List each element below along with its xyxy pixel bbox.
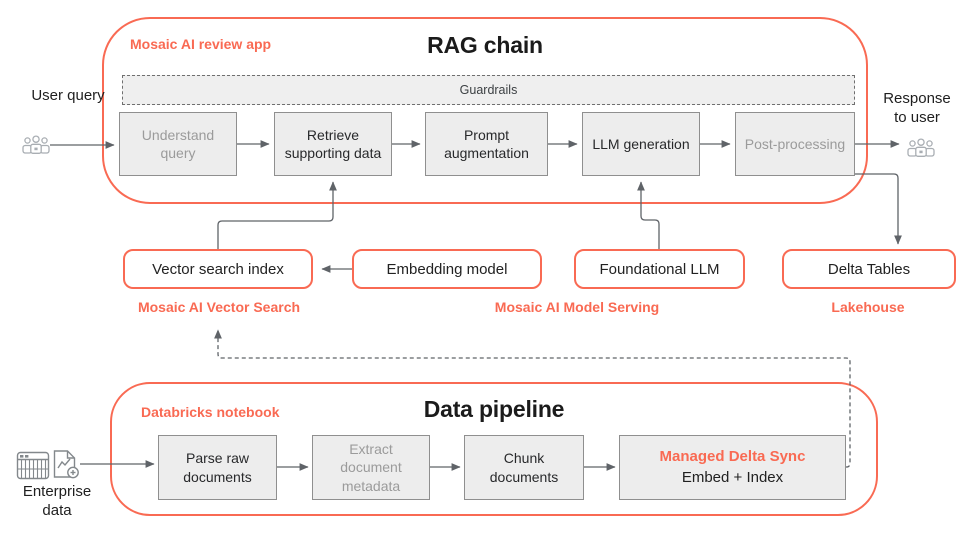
rag-chain-container: Mosaic AI review app RAG chain — [102, 17, 868, 204]
step-managed-delta-sync: Managed Delta Sync Embed + Index — [619, 435, 846, 500]
step-prompt-augmentation: Prompt augmentation — [425, 112, 548, 176]
step-llm-generation: LLM generation — [582, 112, 700, 176]
user-query-label: User query — [31, 87, 105, 104]
step-post-processing: Post-processing — [735, 112, 855, 176]
foundational-llm-box: Foundational LLM — [574, 249, 745, 289]
vector-search-index-box: Vector search index — [123, 249, 313, 289]
lakehouse-label: Lakehouse — [831, 299, 905, 315]
users-icon — [907, 138, 935, 157]
step-retrieve-supporting-data: Retrieve supporting data — [274, 112, 392, 176]
enterprise-data-label: Enterprise data — [22, 483, 92, 519]
rag-chain-title: RAG chain — [427, 32, 543, 58]
delta-tables-box: Delta Tables — [782, 249, 956, 289]
managed-delta-sync-title: Managed Delta Sync — [659, 448, 806, 466]
step-extract-document-metadata: Extract document metadata — [312, 435, 430, 500]
users-icon — [22, 135, 50, 154]
table-icon — [16, 451, 50, 480]
chart-document-icon — [53, 450, 79, 479]
mosaic-review-app-label: Mosaic AI review app — [130, 36, 272, 52]
arrow-postprocessing-to-delta-tables — [855, 173, 902, 245]
embedding-model-box: Embedding model — [352, 249, 542, 289]
step-understand-query: Understand query — [119, 112, 237, 176]
guardrails-label: Guardrails — [459, 83, 518, 97]
step-chunk-documents: Chunk documents — [464, 435, 584, 500]
data-pipeline-title: Data pipeline — [423, 396, 565, 422]
response-to-user-label: Response to user — [883, 90, 951, 126]
model-serving-label: Mosaic AI Model Serving — [494, 299, 660, 315]
vector-search-label: Mosaic AI Vector Search — [137, 299, 301, 315]
guardrails-bar: Guardrails — [122, 75, 855, 105]
step-parse-raw-documents: Parse raw documents — [158, 435, 277, 500]
managed-delta-sync-subtitle: Embed + Index — [681, 468, 784, 486]
